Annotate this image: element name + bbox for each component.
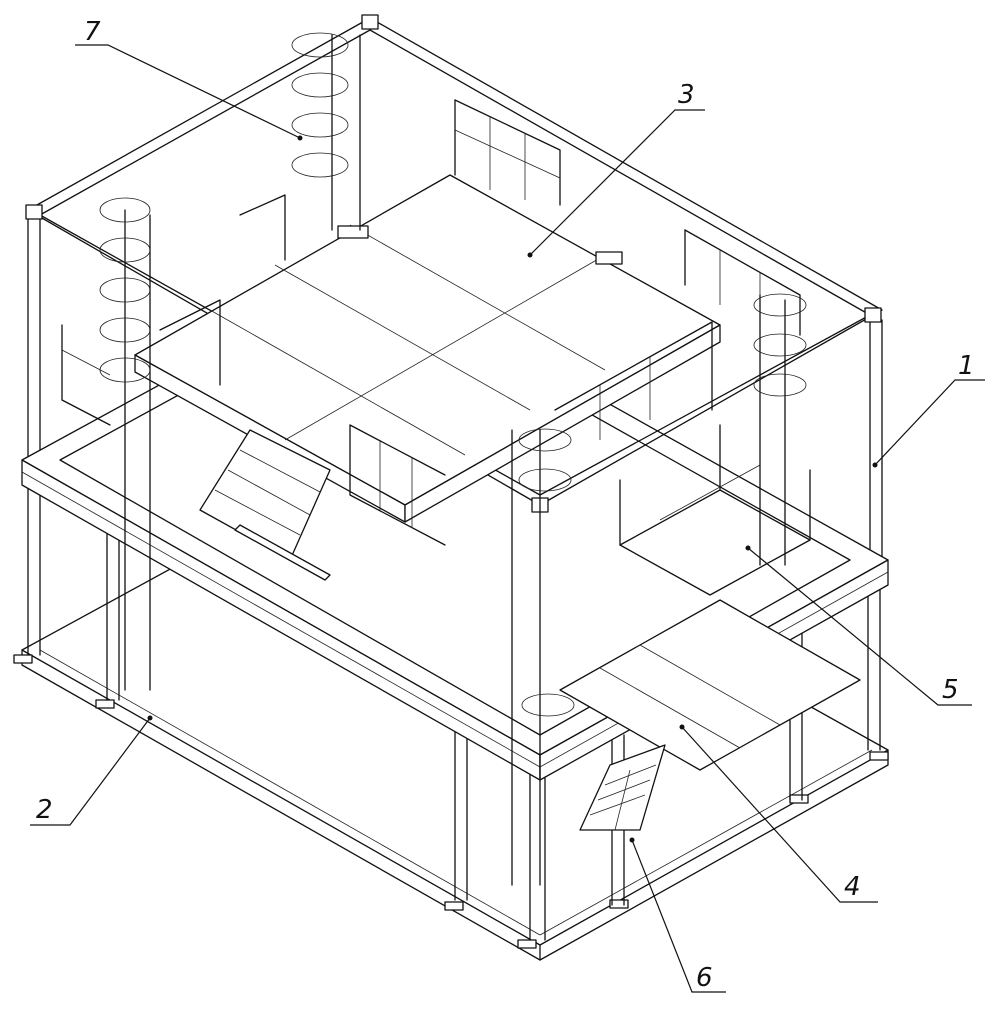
callout-label-7: 7 (84, 17, 101, 47)
right-ladder-cage (753, 293, 807, 397)
callout-2: 2 (30, 715, 153, 826)
callout-6: 6 (629, 837, 726, 993)
callout-label-5: 5 (942, 675, 959, 705)
callout-label-2: 2 (36, 795, 53, 825)
callout-3: 3 (527, 80, 705, 258)
callout-4: 4 (679, 724, 878, 903)
cage-ladders (99, 32, 807, 886)
callout-7: 7 (75, 17, 303, 141)
callout-label-4: 4 (844, 872, 861, 902)
callout-label-6: 6 (696, 963, 713, 993)
callout-label-1: 1 (958, 351, 975, 381)
deck-platform (134, 174, 721, 523)
left-ladder-cage (99, 197, 151, 383)
callouts: 1 2 3 4 5 6 (30, 17, 985, 993)
stair-flight (199, 429, 666, 831)
callout-5: 5 (745, 545, 972, 706)
callout-1: 1 (872, 351, 985, 468)
front-ladder-cage (518, 428, 575, 717)
lower-platforms (559, 424, 861, 771)
callout-label-3: 3 (678, 80, 695, 110)
back-ladder-cage (291, 32, 349, 178)
railings (61, 99, 801, 546)
